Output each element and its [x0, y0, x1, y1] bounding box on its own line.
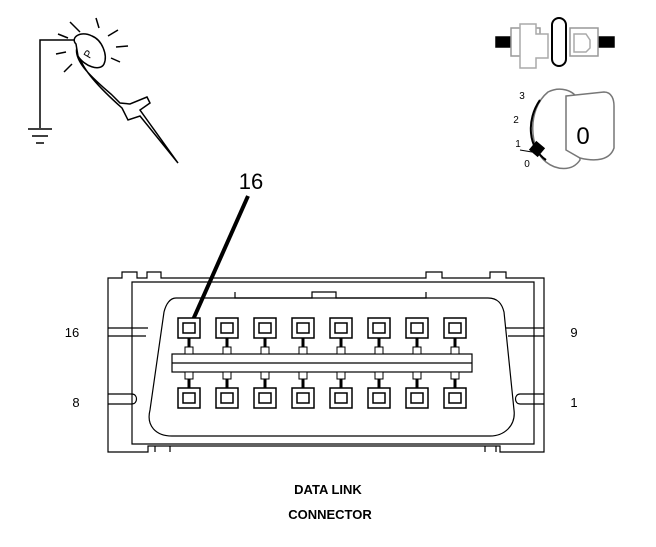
callout-arrow [190, 195, 250, 323]
pin-13 [291, 317, 315, 355]
pin-2 [405, 371, 429, 409]
ignition-position-1: 1 [515, 139, 521, 150]
caption-line-2: CONNECTOR [288, 507, 372, 522]
pin-9 [443, 317, 467, 355]
caption-line-1: DATA LINK [294, 482, 362, 497]
pin-label-16: 16 [65, 325, 79, 340]
switch-icon [495, 17, 615, 69]
pin-15 [215, 317, 239, 355]
connector-pins [177, 317, 467, 409]
pin-14 [253, 317, 277, 355]
pin-5 [291, 371, 315, 409]
ground-symbol-icon [28, 128, 52, 144]
ignition-position-2: 2 [513, 115, 519, 126]
ignition-position-0: 0 [524, 159, 530, 170]
ignition-position-3: 3 [519, 91, 525, 102]
pin-3 [367, 371, 391, 409]
pin-6 [253, 371, 277, 409]
pin-4 [329, 371, 353, 409]
pin-8 [177, 371, 201, 409]
pin-1 [443, 371, 467, 409]
pin-7 [215, 371, 239, 409]
pin-11 [367, 317, 391, 355]
pin-label-1: 1 [570, 395, 577, 410]
data-link-connector [107, 271, 545, 453]
pin-10 [405, 317, 429, 355]
key-position-label: 0 [576, 123, 589, 150]
ignition-key-icon [519, 88, 615, 170]
callout-pin-number: 16 [239, 169, 263, 194]
pin-16 [177, 317, 201, 355]
pin-label-8: 8 [72, 395, 79, 410]
pin-12 [329, 317, 353, 355]
pin-label-9: 9 [570, 325, 577, 340]
test-light-probe-icon [28, 17, 179, 164]
